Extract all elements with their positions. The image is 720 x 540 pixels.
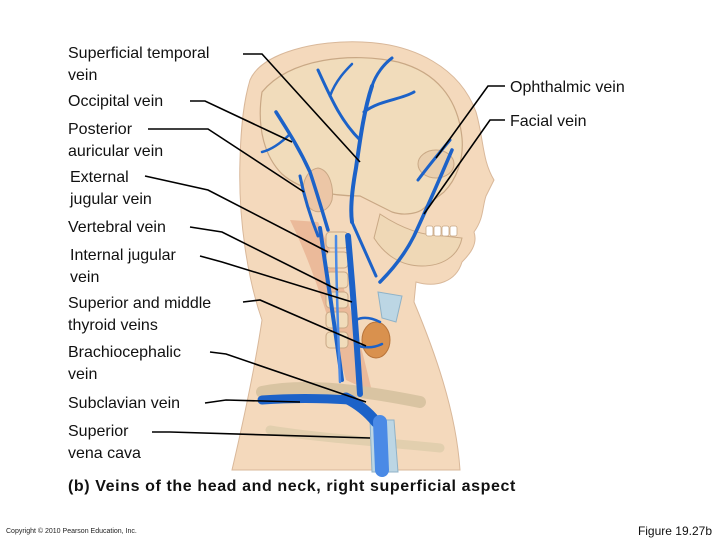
- leader-thyroid: [242, 299, 367, 347]
- figure-caption: (b) Veins of the head and neck, right su…: [68, 478, 516, 495]
- leader-brachiocephalic: [209, 351, 367, 403]
- vertebral-vein: [334, 234, 342, 384]
- label-posterior-auricular-vein: Posterior auricular vein: [68, 121, 164, 160]
- retromandibular-vein: [350, 220, 378, 278]
- leader-vertebral: [189, 226, 339, 291]
- temporal-branch-1: [370, 56, 394, 88]
- leader-superior-vena-cava: [152, 431, 371, 439]
- leader-external-jugular: [144, 175, 329, 253]
- label-superficial-temporal-vein: Superficial temporal vein: [68, 45, 210, 84]
- superficial-temporal-vein: [349, 84, 374, 224]
- orbit: [417, 149, 455, 179]
- temporal-branch-3: [316, 68, 362, 142]
- leader-ophthalmic: [435, 85, 505, 159]
- label-internal-jugular-vein: Internal jugular vein: [70, 247, 176, 286]
- label-thyroid-veins: Superior and middle thyroid veins: [68, 295, 212, 334]
- temporal-branch-4: [328, 62, 354, 98]
- figure-number: Figure 19.27b: [637, 524, 712, 538]
- rib: [265, 425, 445, 453]
- thyroid-veins: [354, 316, 384, 349]
- subclavian-vein: [257, 394, 355, 405]
- leader-posterior-auricular: [148, 128, 305, 193]
- teeth: [425, 225, 458, 237]
- label-ophthalmic-vein: Ophthalmic vein: [510, 79, 625, 96]
- occipital-vein: [274, 110, 330, 232]
- leader-lines: [144, 53, 505, 439]
- copyright-notice: Copyright © 2010 Pearson Education, Inc.: [6, 528, 137, 535]
- internal-jugular-vein: [345, 233, 363, 397]
- label-vertebral-vein: Vertebral vein: [68, 219, 166, 236]
- leader-occipital: [190, 100, 293, 143]
- label-external-jugular-vein: External jugular vein: [70, 169, 152, 208]
- leader-facial: [423, 119, 505, 215]
- leader-superficial-temporal: [243, 53, 361, 163]
- label-brachiocephalic-vein: Brachiocephalic vein: [68, 344, 181, 383]
- occipital-branch: [260, 132, 292, 154]
- temporal-branch-2: [362, 90, 416, 114]
- label-facial-vein: Facial vein: [510, 113, 587, 130]
- label-subclavian-vein: Subclavian vein: [68, 395, 181, 412]
- thyroid-gland: [361, 321, 391, 359]
- vein-network: [257, 56, 454, 477]
- leader-subclavian: [204, 399, 301, 404]
- label-superior-vena-cava: Superior vena cava: [68, 423, 141, 462]
- posterior-auricular-vein: [298, 174, 320, 238]
- superior-vena-cava-vessel: [373, 415, 389, 477]
- leader-internal-jugular: [199, 255, 353, 303]
- facial-vein: [378, 148, 454, 284]
- label-occipital-vein: Occipital vein: [68, 93, 164, 110]
- mandible: [373, 213, 463, 267]
- larynx-cartilage: [377, 291, 403, 323]
